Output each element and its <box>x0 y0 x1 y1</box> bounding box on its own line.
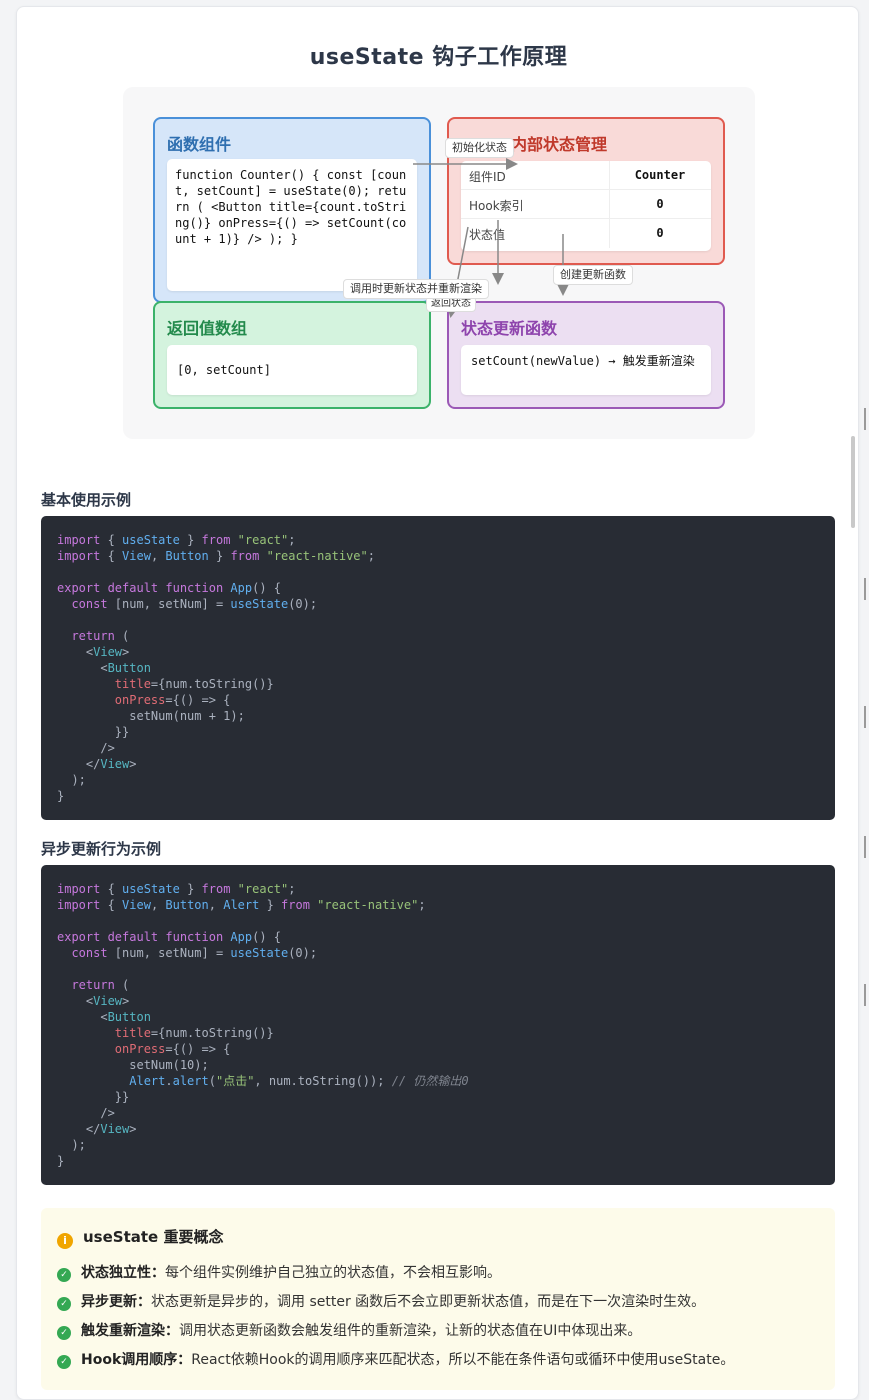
setter-function-code: setCount(newValue) → 触发重新渲染 <box>461 345 711 395</box>
state-key: 状态值 <box>469 228 506 242</box>
state-management-title: 内部状态管理 <box>511 135 608 154</box>
state-key: 组件ID <box>469 170 506 184</box>
state-value: Counter <box>634 168 686 182</box>
return-array-box: 返回值数组 [0, setCount] <box>153 301 431 409</box>
state-value: 0 <box>656 226 664 240</box>
label-init-state: 初始化状态 <box>445 138 514 158</box>
label-create-setter: 创建更新函数 <box>553 265 633 285</box>
function-component-title: 函数组件 <box>167 135 232 154</box>
state-row-state-value: 状态值 0 <box>461 219 711 248</box>
function-component-box: 函数组件 function Counter() { const [count, … <box>153 117 431 303</box>
check-circle-icon: ✓ <box>57 1326 71 1340</box>
setter-function-title: 状态更新函数 <box>461 319 558 338</box>
usestate-diagram: 函数组件 function Counter() { const [count, … <box>123 87 755 439</box>
state-key: Hook索引 <box>469 199 524 213</box>
label-call-update: 调用时更新状态并重新渲染 <box>343 279 489 299</box>
state-table: 组件ID Counter Hook索引 0 状态值 0 <box>461 161 711 251</box>
function-component-code: function Counter() { const [count, setCo… <box>167 159 417 291</box>
state-row-component-id: 组件ID Counter <box>461 161 711 190</box>
scrollbar-marker <box>864 706 866 728</box>
async-example-code: import { useState } from "react";import … <box>41 865 835 1185</box>
basic-example-code: import { useState } from "react";import … <box>41 516 835 820</box>
note-item: ✓状态独立性：每个组件实例维护自己独立的状态值，不会相互影响。 <box>57 1262 501 1282</box>
check-circle-icon: ✓ <box>57 1355 71 1369</box>
check-circle-icon: ✓ <box>57 1268 71 1282</box>
async-example-title: 异步更新行为示例 <box>41 840 162 858</box>
state-row-hook-index: Hook索引 0 <box>461 190 711 219</box>
note-item: ✓Hook调用顺序：React依赖Hook的调用顺序来匹配状态，所以不能在条件语… <box>57 1349 734 1369</box>
page-title: useState 钩子工作原理 <box>309 45 568 70</box>
return-array-code: [0, setCount] <box>167 345 417 395</box>
state-value: 0 <box>656 197 664 211</box>
scrollbar-marker <box>864 578 866 600</box>
note-item: ✓异步更新：状态更新是异步的，调用 setter 函数后不会立即更新状态值，而是… <box>57 1291 705 1311</box>
scrollbar-thumb[interactable] <box>851 436 855 528</box>
scrollbar-marker <box>864 408 866 430</box>
scrollbar-marker <box>864 984 866 1006</box>
setter-function-box: 状态更新函数 setCount(newValue) → 触发重新渲染 <box>447 301 725 409</box>
check-circle-icon: ✓ <box>57 1297 71 1311</box>
flow-arrows <box>413 158 569 318</box>
return-array-title: 返回值数组 <box>167 319 248 338</box>
content-card: useState 钩子工作原理 函数组件 function Counter() … <box>16 6 859 1400</box>
note-item: ✓触发重新渲染：调用状态更新函数会触发组件的重新渲染，让新的状态值在UI中体现出… <box>57 1320 641 1340</box>
info-icon: i <box>57 1233 73 1249</box>
basic-example-title: 基本使用示例 <box>41 491 132 509</box>
scrollbar-marker <box>864 836 866 858</box>
